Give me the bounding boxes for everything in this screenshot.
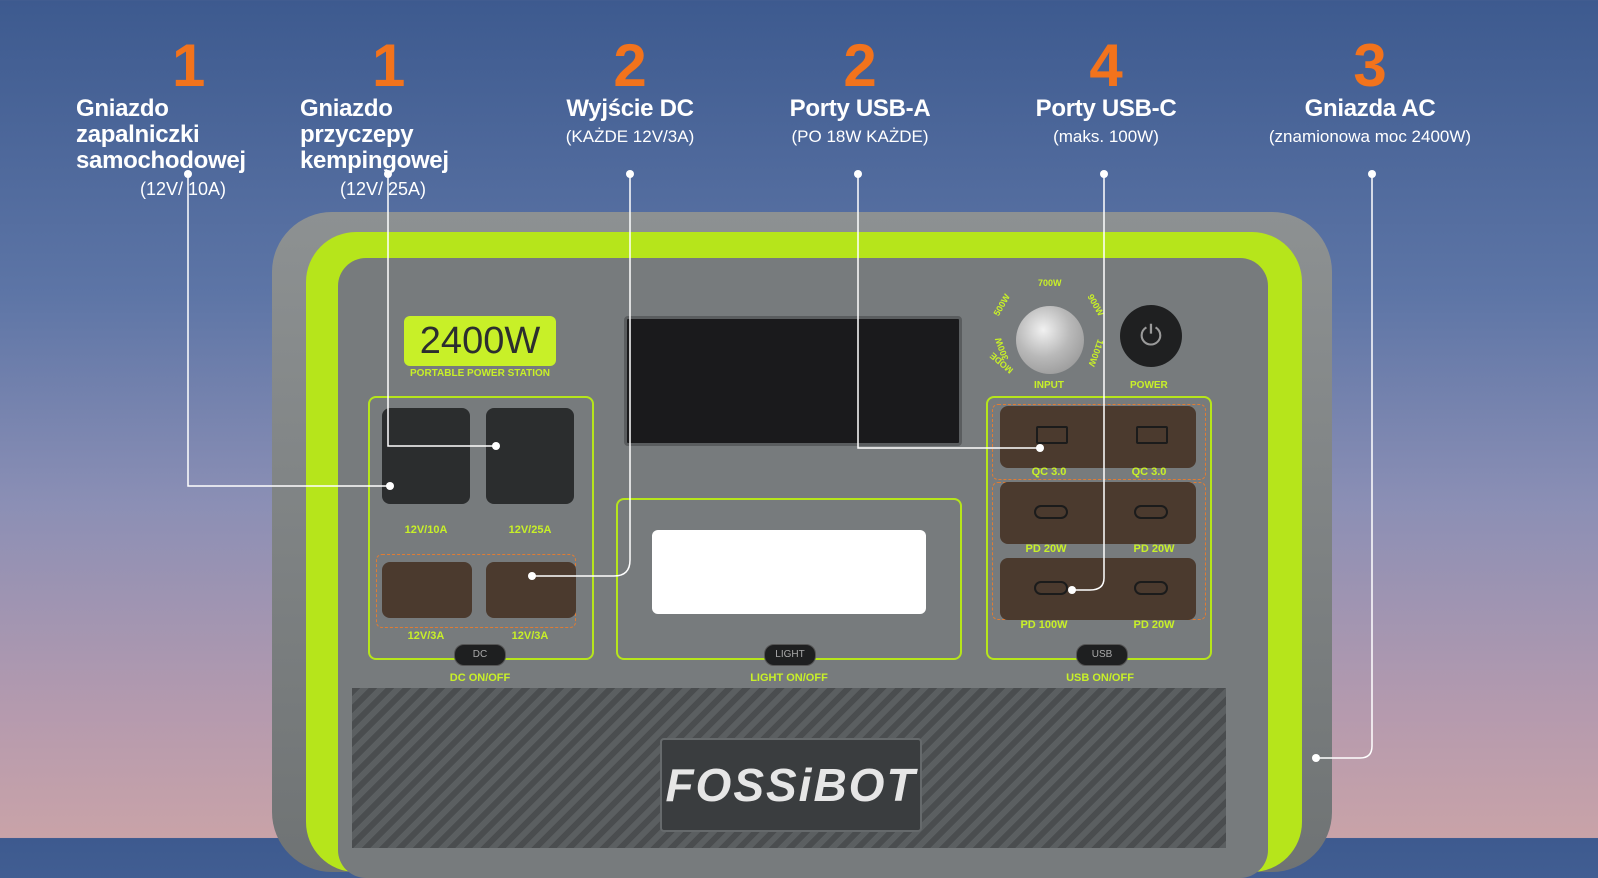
dc-output-label-2: 12V/3A (511, 630, 549, 642)
usb-a-ports (1000, 406, 1196, 468)
leader-usb-a (857, 174, 1040, 449)
capacity-badge: 2400W (404, 316, 556, 366)
leader-car-socket (187, 174, 390, 487)
display-screen (624, 316, 962, 446)
callout-usb-c-count: 4 (1089, 32, 1123, 99)
usb-a-port-1 (1036, 426, 1068, 444)
callout-dc-output-count: 2 (613, 32, 647, 99)
usb-a-port-2 (1136, 426, 1168, 444)
callout-dc-output-spec: (KAŻDE 12V/3A) (565, 127, 695, 146)
callout-usb-a: 2 Porty USB-A (PO 18W KAŻDE) (770, 36, 950, 148)
leader-rv-socket (387, 174, 496, 447)
light-toggle-button[interactable]: LIGHT (764, 644, 816, 666)
usb-toggle-button[interactable]: USB (1076, 644, 1128, 666)
callout-rv-socket: 1 Gniazdo przyczepy kempingowej (12V/ 25… (300, 36, 510, 200)
leader-dc-output (532, 174, 631, 577)
power-icon: ⏻ (1139, 320, 1163, 351)
leader-ac (1316, 174, 1373, 759)
dc-output-port-1 (382, 562, 472, 618)
usb-c-port-3 (1034, 581, 1068, 595)
usb-c-port-1 (1034, 505, 1068, 519)
callout-ac-count: 3 (1353, 32, 1387, 99)
usb-toggle-label: USB ON/OFF (1066, 672, 1134, 684)
usb-a-highlight (992, 404, 1206, 480)
callout-usb-c-title: Porty USB-C (1035, 95, 1177, 122)
rv-socket-port (486, 408, 574, 504)
callout-usb-a-spec: (PO 18W KAŻDE) (791, 127, 929, 146)
callout-usb-c: 4 Porty USB-C (maks. 100W) (1016, 36, 1196, 148)
brand-logo: FOSSiBOT (660, 738, 922, 832)
callout-usb-c-spec: (maks. 100W) (1053, 127, 1159, 146)
callout-rv-socket-spec: (12V/ 25A) (340, 179, 427, 199)
callout-rv-socket-count: 1 (372, 32, 406, 99)
usb-c-label-3: PD 100W (1020, 619, 1068, 631)
led-light (652, 530, 926, 614)
car-socket-port (382, 408, 470, 504)
callout-dc-output-title: Wyjście DC (566, 95, 694, 122)
usb-a-label-1: QC 3.0 (1031, 466, 1067, 478)
callout-car-socket: 1 Gniazdo zapalniczki samochodowej (12V/… (76, 36, 296, 200)
rv-socket-label: 12V/25A (508, 524, 552, 536)
callout-car-socket-count: 1 (172, 32, 206, 99)
power-button[interactable]: ⏻ (1120, 305, 1182, 367)
usb-c-label-1: PD 20W (1025, 543, 1067, 555)
callout-dc-output: 2 Wyjście DC (KAŻDE 12V/3A) (540, 36, 720, 148)
callout-ac-title: Gniazda AC (1304, 95, 1436, 122)
usb-c-label-2: PD 20W (1133, 543, 1175, 555)
usb-c-label-4: PD 20W (1133, 619, 1175, 631)
usb-c-port-4 (1134, 581, 1168, 595)
power-label: POWER (1130, 380, 1168, 391)
callout-usb-a-count: 2 (843, 32, 877, 99)
leader-lines (187, 174, 1373, 759)
product-infographic: 2400W PORTABLE POWER STATION 700W 500W 9… (76, 35, 1490, 878)
dc-toggle-label: DC ON/OFF (449, 672, 511, 684)
leader-usb-c (1072, 174, 1105, 591)
dc-output-label-1: 12V/3A (407, 630, 445, 642)
callout-ac: 3 Gniazda AC (znamionowa moc 2400W) (1250, 36, 1490, 148)
light-toggle-label: LIGHT ON/OFF (750, 672, 828, 684)
dial-input-label: INPUT (1034, 380, 1064, 391)
callout-car-socket-title: Gniazdo zapalniczki samochodowej (76, 95, 246, 174)
dc-output-port-2 (486, 562, 576, 618)
usb-c-port-2 (1134, 505, 1168, 519)
car-socket-label: 12V/10A (404, 524, 448, 536)
callout-ac-spec: (znamionowa moc 2400W) (1268, 127, 1472, 146)
dc-toggle-button[interactable]: DC (454, 644, 506, 666)
callout-rv-socket-title: Gniazdo przyczepy kempingowej (300, 95, 449, 174)
capacity-badge-subtitle: PORTABLE POWER STATION (410, 368, 550, 379)
callout-car-socket-spec: (12V/ 10A) (140, 179, 227, 199)
dial-label-700: 700W (1038, 278, 1062, 288)
callout-usb-a-title: Porty USB-A (789, 95, 931, 122)
usb-a-label-2: QC 3.0 (1131, 466, 1167, 478)
input-dial[interactable] (1016, 306, 1084, 374)
